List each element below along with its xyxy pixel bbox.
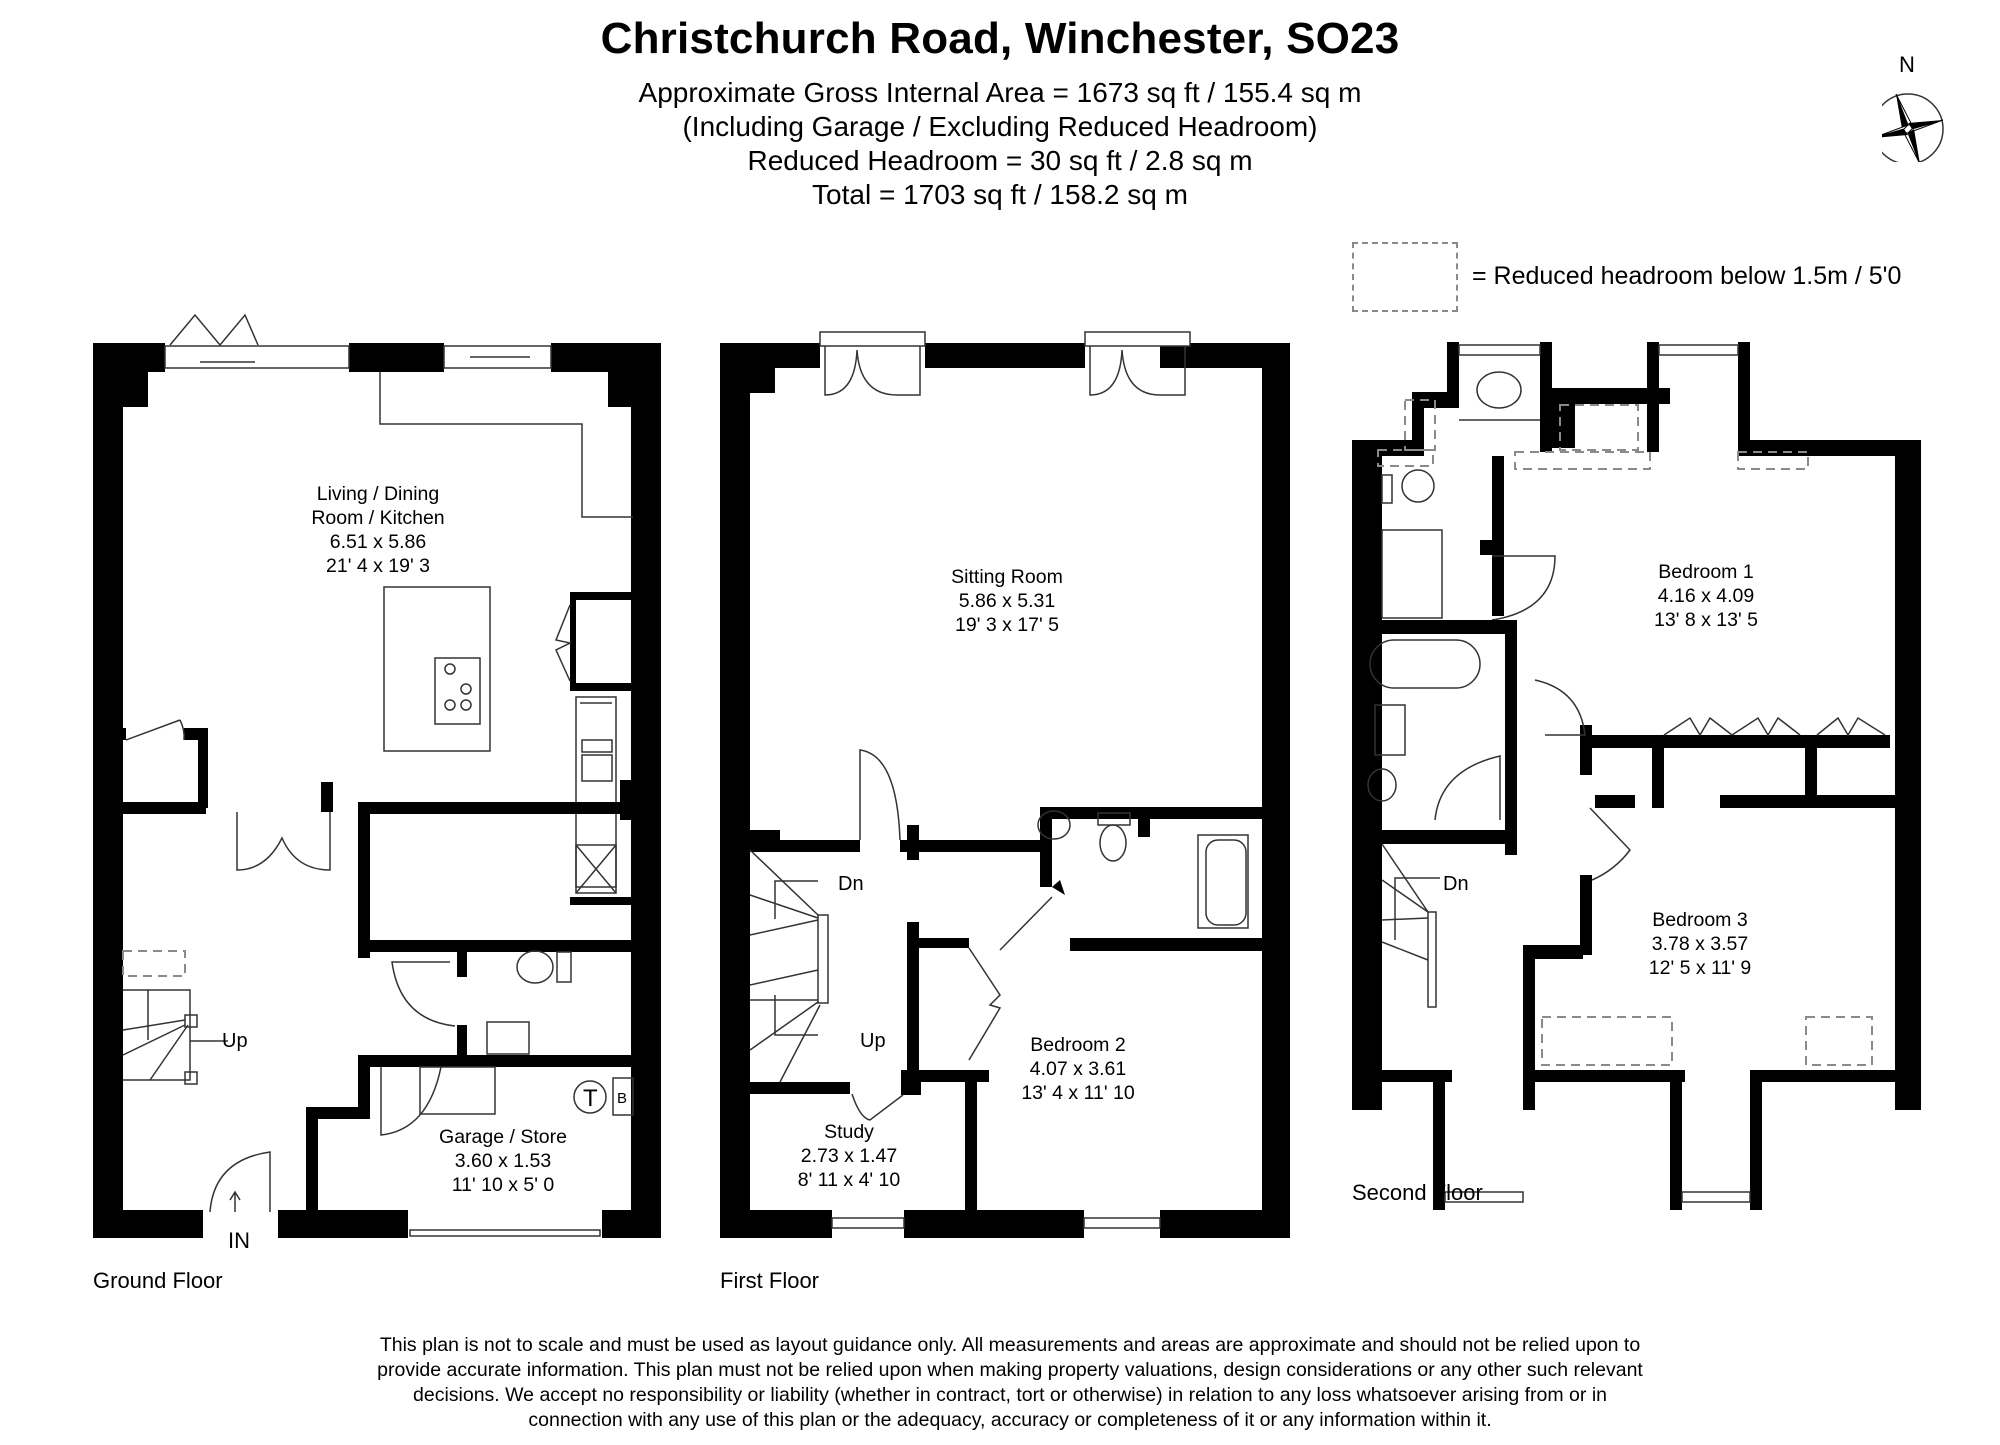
first-floor-label: First Floor (720, 1268, 819, 1293)
disclaimer-line: decisions. We accept no responsibility o… (413, 1384, 1607, 1406)
area-inclusion-note: (Including Garage / Excluding Reduced He… (682, 111, 1318, 142)
room-metric: 4.16 x 4.09 (1657, 585, 1755, 607)
ground-floor-label: Ground Floor (93, 1268, 223, 1293)
first-floor-plan (720, 331, 1290, 1238)
room-imperial: 12' 5 x 11' 9 (1648, 957, 1752, 979)
room-name: Bedroom 3 (1652, 909, 1748, 931)
room-bedroom-3: Bedroom 3 3.78 x 3.57 12' 5 x 11' 9 (1649, 908, 1752, 980)
room-name: Garage / Store (439, 1126, 567, 1148)
compass-rose-icon (1882, 93, 1944, 162)
ground-floor-plan: T (93, 313, 661, 1238)
page-title: Christchurch Road, Winchester, SO23 (600, 14, 1400, 63)
room-imperial: 13' 4 x 11' 10 (1021, 1082, 1135, 1104)
room-name: Bedroom 1 (1658, 561, 1754, 583)
room-bedroom-1: Bedroom 1 4.16 x 4.09 13' 8 x 13' 5 (1654, 560, 1758, 632)
room-name: Living / Dining (316, 483, 440, 505)
stairs-down-label: Dn (838, 873, 864, 895)
room-metric: 5.86 x 5.31 (958, 590, 1056, 612)
room-name-line2: Room / Kitchen (311, 507, 445, 529)
room-imperial: 11' 10 x 5' 0 (451, 1174, 555, 1196)
room-imperial: 13' 8 x 13' 5 (1654, 609, 1758, 631)
disclaimer: This plan is not to scale and must be us… (280, 1333, 1740, 1433)
second-floor-label: Second Floor (1352, 1180, 1483, 1205)
disclaimer-line: This plan is not to scale and must be us… (379, 1334, 1641, 1356)
stairs-up-label: Up (860, 1030, 886, 1052)
room-study: Study 2.73 x 1.47 8' 11 x 4' 10 (798, 1120, 901, 1192)
total-area: Total = 1703 sq ft / 158.2 sq m (812, 179, 1188, 210)
compass: N (1882, 52, 1962, 162)
tank-label: T (583, 1085, 598, 1112)
second-floor-plan (1352, 342, 1921, 1210)
stairs-up-label: Up (222, 1030, 248, 1052)
room-name: Bedroom 2 (1030, 1034, 1126, 1056)
reduced-headroom-area: Reduced Headroom = 30 sq ft / 2.8 sq m (747, 145, 1253, 176)
room-imperial: 19' 3 x 17' 5 (955, 614, 1059, 636)
room-metric: 4.07 x 3.61 (1029, 1058, 1127, 1080)
room-garage-store: Garage / Store 3.60 x 1.53 11' 10 x 5' 0 (439, 1125, 567, 1197)
room-name: Study (824, 1121, 874, 1143)
room-metric: 6.51 x 5.86 (329, 531, 427, 553)
reduced-headroom-legend-swatch (1352, 242, 1458, 312)
stairs-down-label: Dn (1443, 873, 1469, 895)
boiler-label: B (617, 1090, 628, 1107)
north-label: N (1899, 52, 1915, 77)
room-name: Sitting Room (951, 566, 1063, 588)
entrance-label: IN (228, 1228, 250, 1253)
gross-internal-area: Approximate Gross Internal Area = 1673 s… (638, 77, 1362, 108)
disclaimer-line: connection with any use of this plan or … (528, 1409, 1492, 1431)
room-sitting-room: Sitting Room 5.86 x 5.31 19' 3 x 17' 5 (951, 565, 1063, 637)
room-living-dining-kitchen: Living / Dining Room / Kitchen 6.51 x 5.… (311, 482, 444, 578)
room-imperial: 8' 11 x 4' 10 (797, 1169, 901, 1191)
room-metric: 3.78 x 3.57 (1651, 933, 1749, 955)
room-metric: 2.73 x 1.47 (800, 1145, 898, 1167)
room-bedroom-2: Bedroom 2 4.07 x 3.61 13' 4 x 11' 10 (1021, 1033, 1134, 1105)
room-imperial: 21' 4 x 19' 3 (326, 555, 430, 577)
disclaimer-line: provide accurate information. This plan … (377, 1359, 1643, 1381)
reduced-headroom-legend-text: = Reduced headroom below 1.5m / 5'0 (1472, 262, 1902, 290)
room-metric: 3.60 x 1.53 (454, 1150, 552, 1172)
